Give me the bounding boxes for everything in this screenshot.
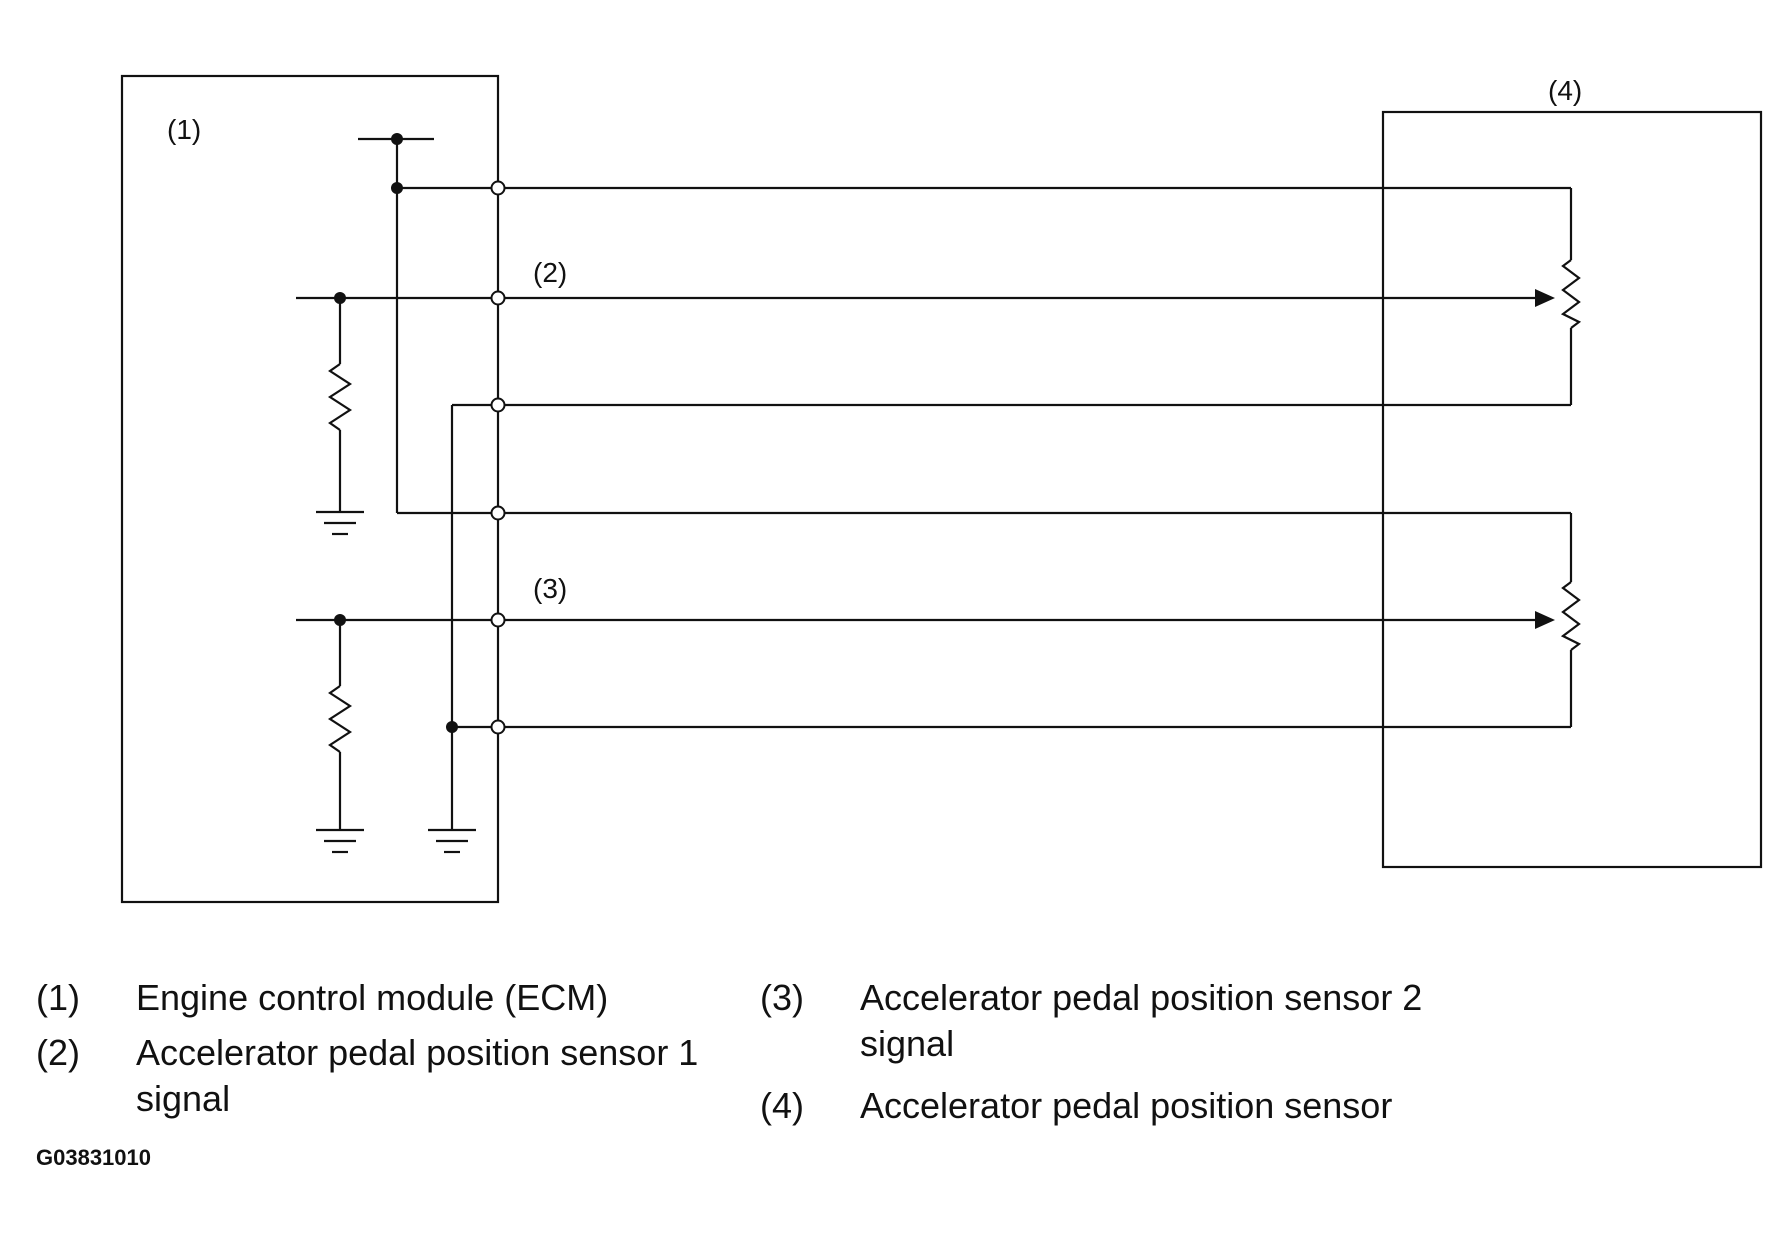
legend-number: (4): [760, 1085, 804, 1126]
callout-sensor: (4): [1548, 75, 1582, 106]
power-supply-rail: [358, 137, 498, 515]
potentiometer-1: [1560, 188, 1582, 405]
legend-text: Accelerator pedal position sensor 1 sign…: [136, 1032, 699, 1119]
signal-2-internal: [296, 618, 498, 854]
legend-text: Engine control module (ECM): [136, 977, 609, 1018]
legend-number: (1): [36, 977, 80, 1018]
sensor-ground-internal: [428, 403, 498, 854]
signal-1-internal: [296, 296, 498, 536]
legend-number: (3): [760, 977, 804, 1018]
figure-id: G03831010: [36, 1145, 151, 1170]
wiper-arrow-2: [1535, 611, 1555, 629]
callout-ecm: (1): [167, 114, 201, 145]
connector-terminals: [490, 180, 506, 735]
callout-signal-2: (3): [533, 573, 567, 604]
wiring-diagram: (1) (2) (3) (4): [120, 74, 1763, 904]
sensor-box: [1381, 110, 1763, 869]
harness-wires: [498, 186, 1571, 729]
legend-text: Accelerator pedal position sensor 2 sign…: [860, 977, 1423, 1064]
wiper-arrow-1: [1535, 289, 1555, 307]
legend-number: (2): [36, 1032, 80, 1073]
legend-text: Accelerator pedal position sensor: [860, 1085, 1393, 1126]
potentiometer-2: [1560, 513, 1582, 727]
ecm-box: [120, 74, 500, 904]
callout-signal-1: (2): [533, 257, 567, 288]
junction-dots: [334, 133, 458, 733]
